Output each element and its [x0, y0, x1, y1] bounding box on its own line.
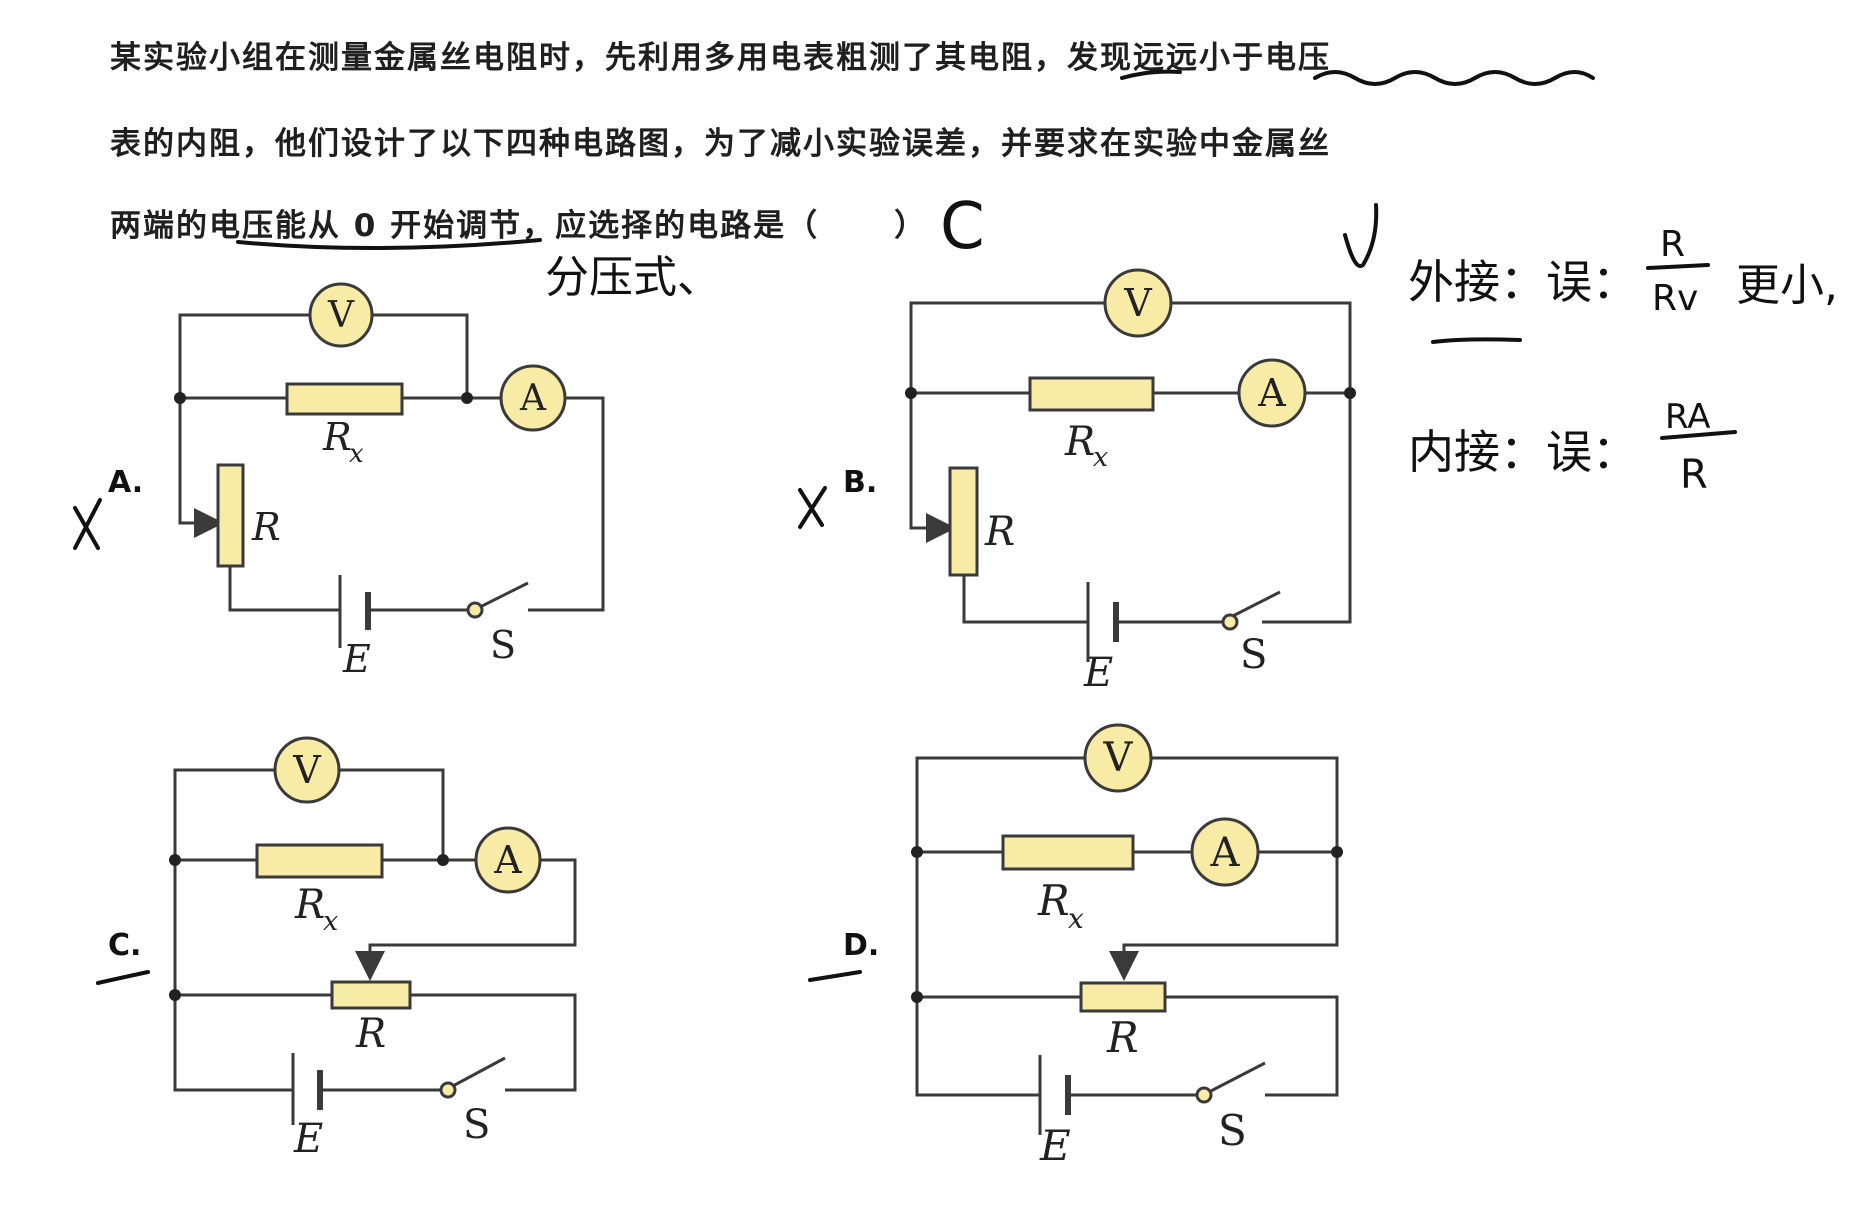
- option-a-label: A.: [108, 465, 144, 500]
- question-line-3: 两端的电压能从 0 开始调节，应选择的电路是（ ）: [110, 200, 927, 245]
- internal-denominator: R: [1680, 452, 1708, 498]
- circuit-d: [911, 723, 1343, 1135]
- external-tail: 更小,: [1736, 260, 1838, 311]
- resistor-label: R: [322, 415, 352, 459]
- fraction-bar-external: [1646, 263, 1710, 270]
- battery-label: E: [1083, 650, 1113, 696]
- resistor-subscript: x: [349, 439, 364, 469]
- question-line-1: 某实验小组在测量金属丝电阻时，先利用多用电表粗测了其电阻，发现远远小于电压: [110, 40, 1331, 76]
- circuit-c-labels: V A R x R E S: [292, 748, 522, 1162]
- switch-label: S: [1218, 1106, 1247, 1155]
- rheostat-label: R: [251, 505, 281, 549]
- wavy-underline: [1313, 70, 1595, 86]
- rheostat-label: R: [1106, 1013, 1139, 1062]
- option-b-label: B.: [843, 465, 878, 500]
- resistor-subscript: x: [1068, 902, 1084, 935]
- option-b-x: [798, 486, 827, 529]
- battery-label: E: [1039, 1121, 1071, 1170]
- option-d-dash: [808, 970, 862, 982]
- resistor-subscript: x: [1093, 442, 1108, 473]
- external-denominator: Rv: [1652, 278, 1698, 319]
- circuit-a: [174, 282, 605, 648]
- ammeter-label: A: [1257, 371, 1286, 415]
- external-note: 外接：误：: [1408, 255, 1638, 309]
- external-numerator: R: [1660, 224, 1685, 265]
- voltmeter-label: V: [327, 295, 355, 336]
- handwriting: [73, 69, 1737, 985]
- answer-letter: C: [940, 190, 985, 264]
- battery-label: E: [342, 637, 371, 681]
- circuit-d-labels: V A R x R E S: [1037, 735, 1247, 1170]
- switch-label: S: [463, 1102, 490, 1148]
- rheostat-label: R: [355, 1011, 386, 1057]
- voltmeter-label: V: [292, 748, 321, 792]
- ammeter-label: A: [493, 838, 522, 882]
- underline-external: [1431, 337, 1522, 344]
- ammeter-label: A: [1210, 830, 1241, 876]
- question-line-3-close: ）: [894, 208, 928, 244]
- voltmeter-label: V: [1103, 735, 1134, 781]
- internal-note: 内接：误：: [1408, 425, 1638, 479]
- switch-label: S: [490, 623, 516, 667]
- circuit-b: [905, 268, 1356, 662]
- question-line-3-text: 两端的电压能从 0 开始调节，应选择的电路是（: [110, 208, 820, 244]
- option-d-label: D.: [843, 928, 880, 963]
- handwritten-text: C 分压式、 外接：误： R Rv 更小, 内接：误： RA R: [545, 190, 1838, 498]
- resistor-subscript: x: [323, 906, 338, 937]
- circuit-b-labels: V A R x R E S: [984, 281, 1286, 696]
- resistor-label: R: [1064, 419, 1095, 465]
- question-line-2: 表的内阻，他们设计了以下四种电路图，为了减小实验误差，并要求在实验中金属丝: [110, 126, 1331, 162]
- divider-note: 分压式、: [545, 252, 721, 303]
- circuit-c: [169, 736, 577, 1125]
- ammeter-label: A: [519, 378, 547, 419]
- option-c-dash: [96, 970, 150, 985]
- switch-label: S: [1240, 632, 1267, 678]
- voltmeter-label: V: [1123, 281, 1152, 325]
- resistor-label: R: [294, 882, 325, 928]
- underline-zero-start: [236, 238, 542, 251]
- battery-label: E: [293, 1116, 323, 1162]
- fraction-bar-internal: [1660, 430, 1737, 440]
- option-a-x: [73, 498, 102, 550]
- check-mark: [1343, 203, 1379, 269]
- circuit-a-labels: V A R x R E S: [251, 295, 547, 681]
- internal-numerator: RA: [1665, 397, 1711, 437]
- rheostat-label: R: [984, 509, 1015, 555]
- option-c-label: C.: [108, 928, 142, 963]
- resistor-label: R: [1037, 876, 1070, 925]
- underline-resistance: [1120, 69, 1182, 80]
